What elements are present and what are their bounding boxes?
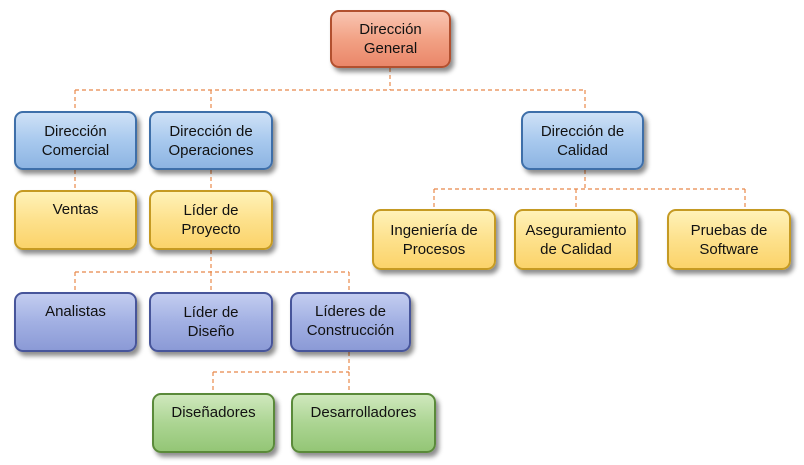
node-label: Aseguramiento de Calidad (525, 221, 627, 258)
node-analistas: Analistas (14, 292, 137, 352)
node-lideres-construccion: Líderes de Construcción (290, 292, 411, 352)
node-label: Dirección Comercial (41, 122, 110, 159)
node-label: Líderes de Construcción (306, 303, 395, 339)
node-label: Dirección de Calidad (540, 122, 625, 159)
node-label: Analistas (45, 303, 106, 320)
node-direccion-comercial: Dirección Comercial (14, 111, 137, 170)
node-label: Ventas (52, 201, 99, 218)
node-aseguramiento-calidad: Aseguramiento de Calidad (514, 209, 638, 270)
node-direccion-operaciones: Dirección de Operaciones (149, 111, 273, 170)
node-pruebas-software: Pruebas de Software (667, 209, 791, 270)
node-label: Ingeniería de Procesos (390, 221, 478, 258)
node-label: Desarrolladores (310, 404, 417, 421)
node-lider-diseno: Líder de Diseño (149, 292, 273, 352)
node-label: Diseñadores (171, 404, 256, 421)
node-label: Dirección General (359, 21, 422, 57)
node-direccion-calidad: Dirección de Calidad (521, 111, 644, 170)
node-ventas: Ventas (14, 190, 137, 250)
node-lider-proyecto: Líder de Proyecto (149, 190, 273, 250)
node-label: Dirección de Operaciones (168, 122, 254, 159)
node-direccion-general: Dirección General (330, 10, 451, 68)
node-label: Pruebas de Software (690, 221, 768, 258)
node-label: Líder de Proyecto (181, 202, 241, 238)
node-desarrolladores: Desarrolladores (291, 393, 436, 453)
node-label: Líder de Diseño (183, 304, 239, 340)
node-ingenieria-procesos: Ingeniería de Procesos (372, 209, 496, 270)
node-disenadores: Diseñadores (152, 393, 275, 453)
